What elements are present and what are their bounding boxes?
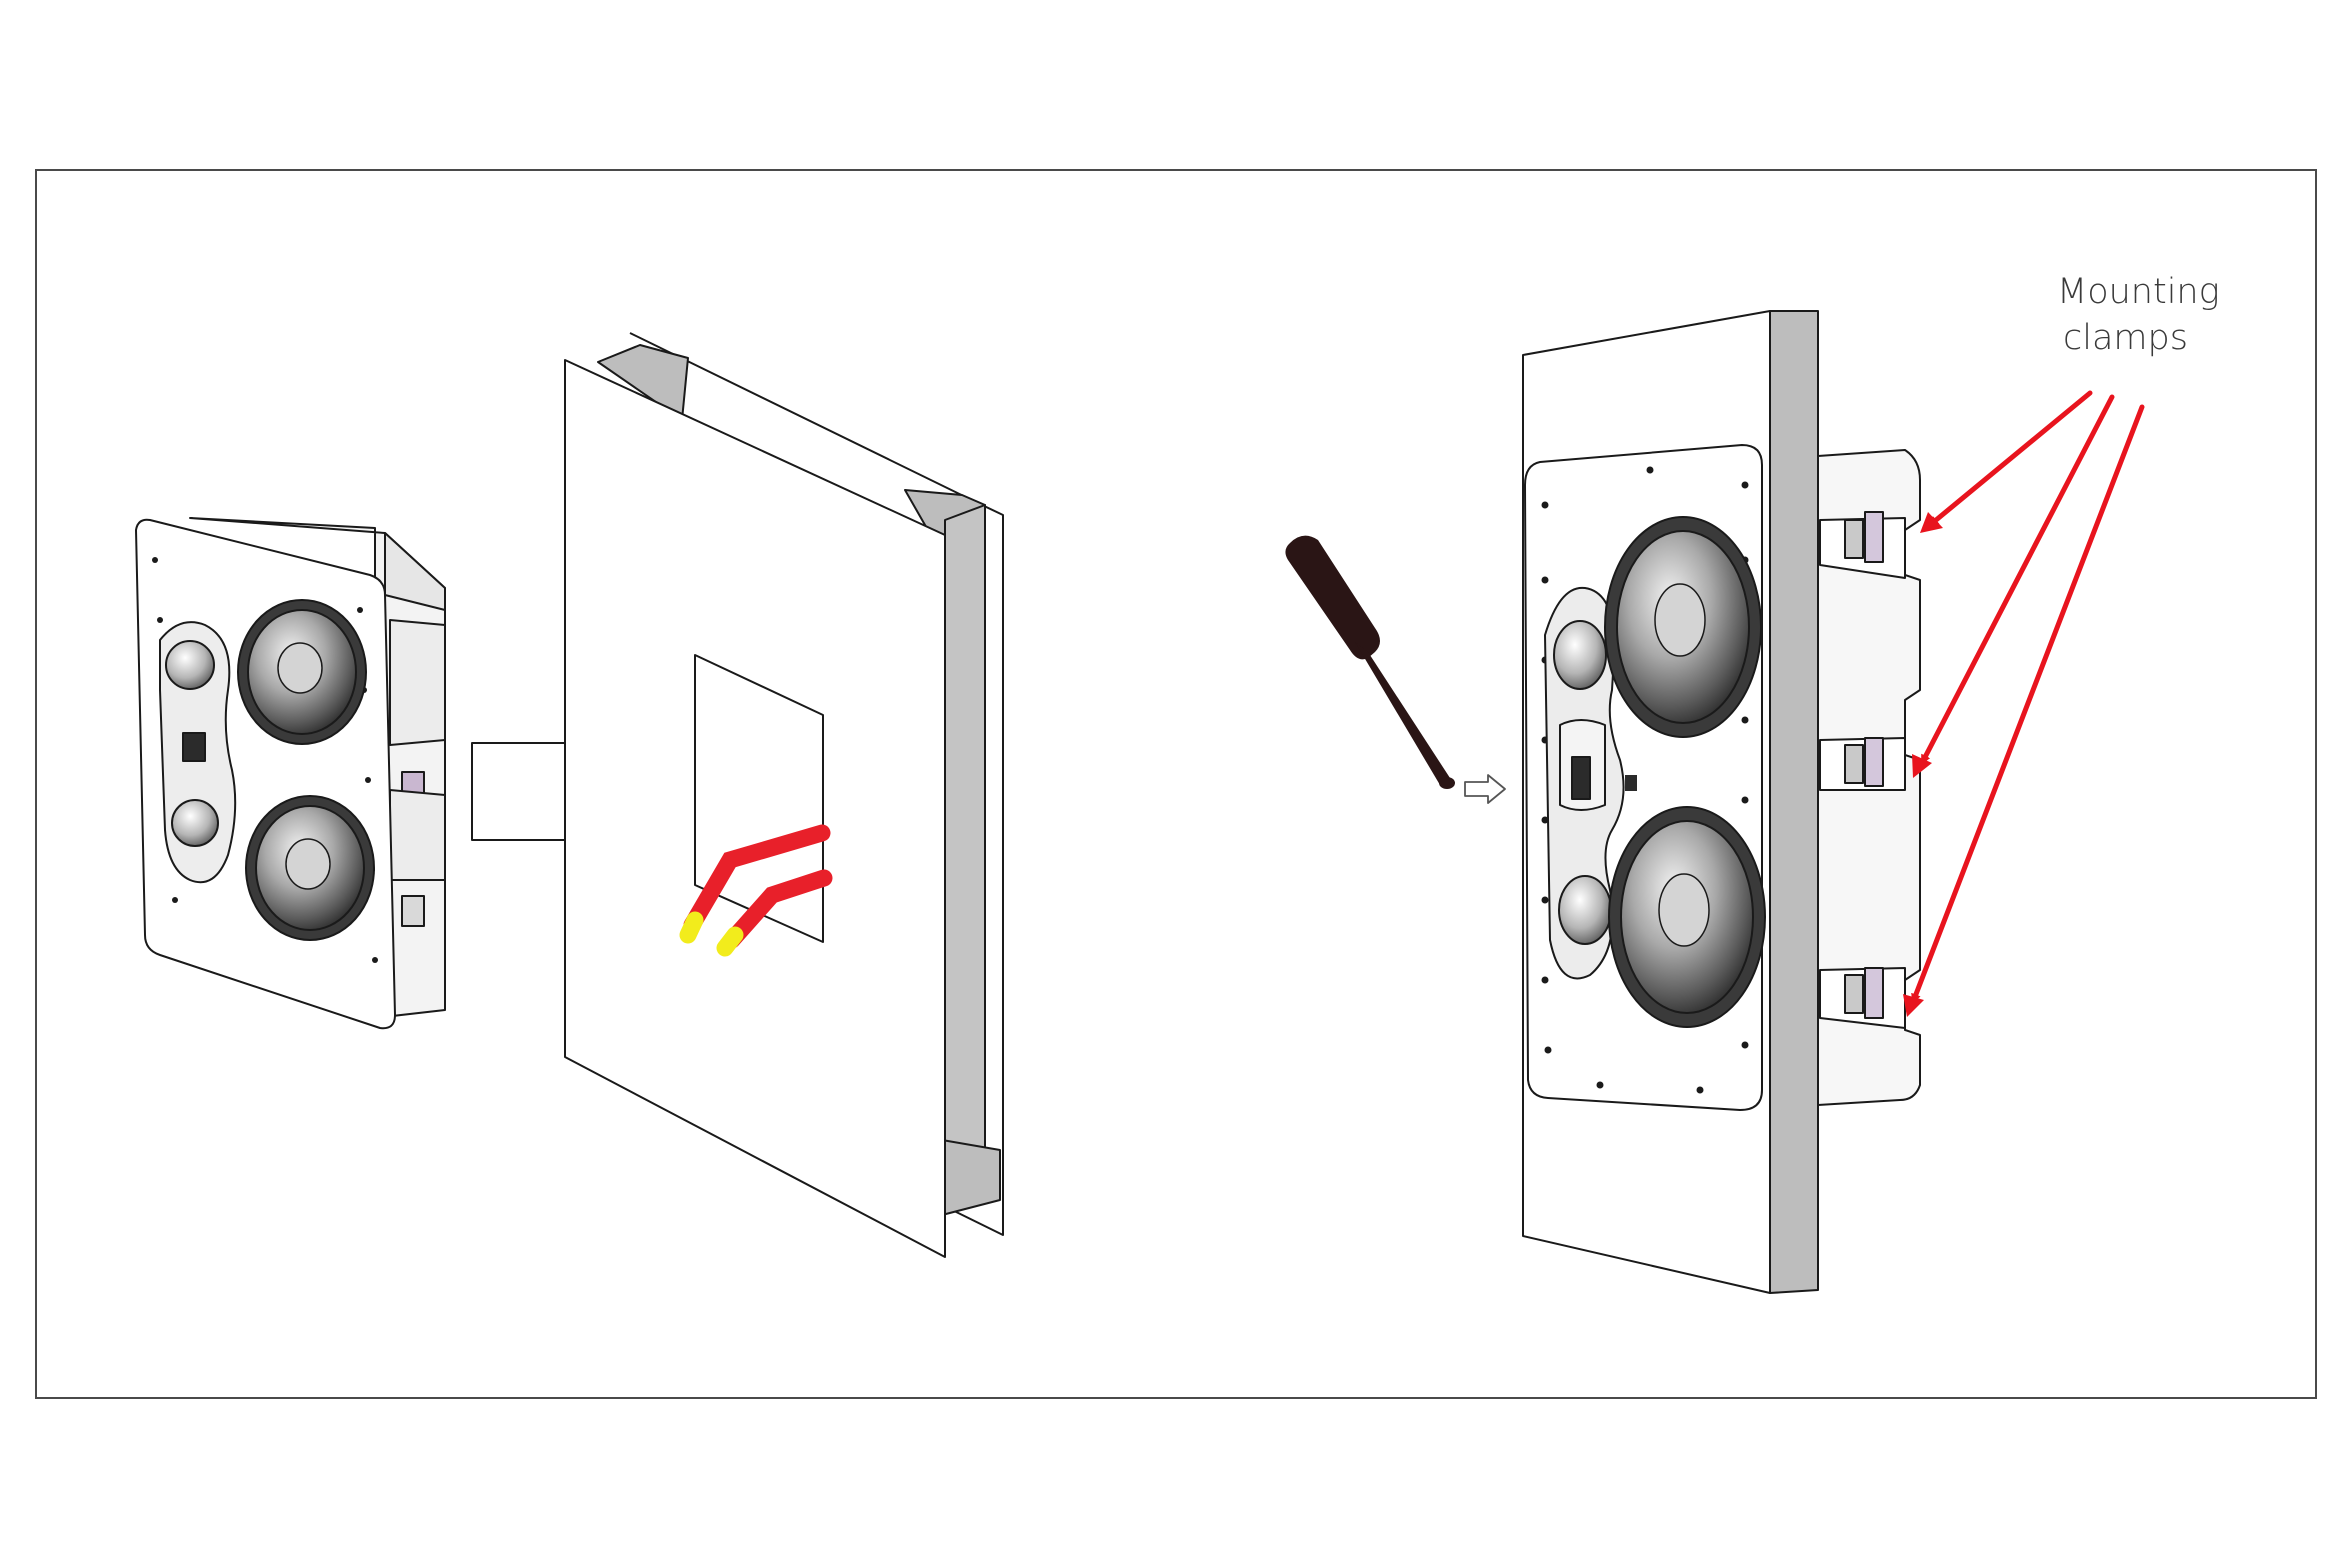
wall-panel-left bbox=[564, 332, 1004, 1258]
callout-line2: clamps bbox=[2063, 318, 2188, 358]
mounting-clamp bbox=[1819, 511, 1906, 579]
diagram-frame bbox=[35, 169, 2317, 1399]
push-arrow-icon bbox=[1464, 774, 1506, 804]
mounting-clamp bbox=[1819, 967, 1906, 1029]
speaker-unit-left bbox=[135, 517, 446, 1030]
callout-arrow bbox=[1910, 390, 2145, 1005]
callout-line1: Mounting bbox=[2057, 272, 2220, 312]
callout-arrow-heads bbox=[1903, 512, 1943, 1017]
speaker-unit-right bbox=[1524, 444, 1766, 1111]
speaker-cable bbox=[679, 824, 833, 957]
mounting-clamps-label: Mounting clamps bbox=[2057, 272, 2231, 358]
mounting-clamp bbox=[1819, 737, 1906, 791]
screwdriver-icon bbox=[1285, 535, 1455, 789]
